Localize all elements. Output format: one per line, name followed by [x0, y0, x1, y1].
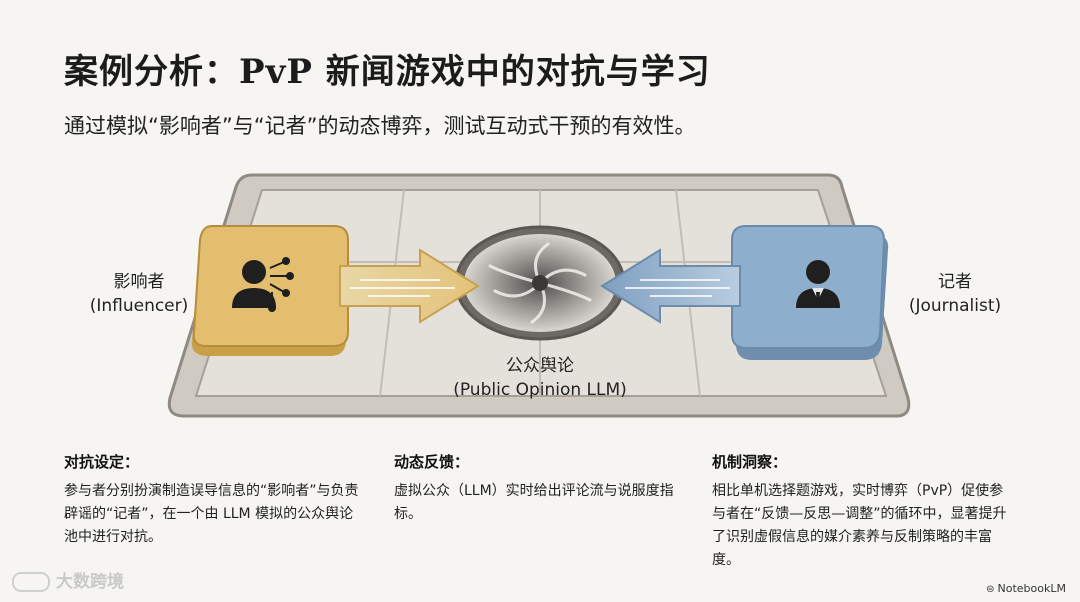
public-opinion-name: 公众舆论	[506, 356, 574, 376]
journalist-arrow	[600, 248, 741, 324]
panel-heading: 动态反馈：	[394, 453, 470, 471]
watermark: 大数跨境	[12, 567, 124, 592]
panel-heading: 对抗设定：	[64, 453, 140, 471]
influencer-english: (Influencer)	[89, 296, 189, 316]
influencer-block	[191, 225, 349, 356]
person-network-icon	[232, 257, 294, 312]
person-suit-icon	[796, 260, 840, 308]
panel-body: 参与者分别扮演制造误导信息的“影响者”与负责辟谣的“记者”，在一个由 LLM 模…	[64, 483, 359, 545]
brand-label: ⊜NotebookLM	[986, 582, 1066, 595]
panel-insight: 机制洞察： 相比单机选择题游戏，实时博弈（PvP）促使参与者在“反馈—反思—调整…	[712, 451, 1016, 572]
panel-feedback: 动态反馈： 虚拟公众（LLM）实时给出评论流与说服度指标。	[394, 451, 684, 526]
influencer-name: 影响者	[113, 272, 165, 292]
page-subtitle: 通过模拟“影响者”与“记者”的动态博弈，测试互动式干预的有效性。	[64, 114, 696, 138]
journalist-name: 记者	[938, 272, 972, 292]
panel-confrontation: 对抗设定： 参与者分别扮演制造误导信息的“影响者”与负责辟谣的“记者”，在一个由…	[64, 451, 364, 549]
influencer-arrow	[339, 248, 480, 324]
notebooklm-logo-icon: ⊜	[986, 584, 995, 595]
watermark-logo-icon	[12, 572, 50, 592]
watermark-text: 大数跨境	[56, 572, 124, 592]
brand-text: NotebookLM	[997, 582, 1066, 595]
panel-body: 相比单机选择题游戏，实时博弈（PvP）促使参与者在“反馈—反思—调整”的循环中，…	[712, 483, 1007, 568]
panel-body: 虚拟公众（LLM）实时给出评论流与说服度指标。	[394, 483, 674, 522]
vortex-icon	[454, 225, 626, 341]
journalist-english: (Journalist)	[908, 296, 1002, 316]
panel-heading: 机制洞察：	[712, 453, 788, 471]
public-opinion-label: 公众舆论 (Public Opinion LLM)	[390, 354, 690, 402]
journalist-label: 记者 (Journalist)	[880, 270, 1030, 318]
public-opinion-english: (Public Opinion LLM)	[453, 380, 627, 400]
page-title: 案例分析：PvP 新闻游戏中的对抗与学习	[64, 52, 711, 92]
influencer-label: 影响者 (Influencer)	[64, 270, 214, 318]
